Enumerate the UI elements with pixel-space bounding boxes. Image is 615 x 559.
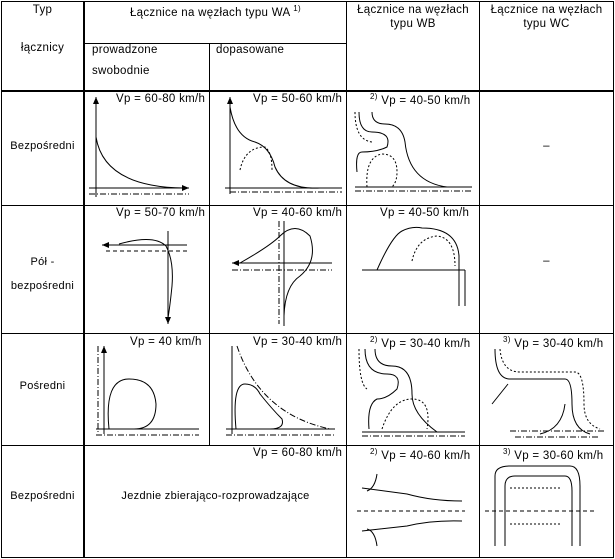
grid-line — [346, 1, 347, 558]
grid-line — [209, 43, 210, 445]
footnote-marker: 3) — [503, 335, 511, 344]
grid-line — [613, 1, 614, 558]
diagram-indirect-wc — [491, 348, 605, 438]
diagram-cd-wc — [485, 465, 595, 546]
header-fit: dopasowane — [216, 44, 285, 56]
grid-line — [83, 1, 85, 558]
diagram-direct-fit — [225, 97, 342, 194]
speed-label: Vp = 50-70 km/h — [116, 207, 206, 219]
header-wb-line1: Łącznice na węzłach — [357, 4, 469, 16]
grid-line — [1, 205, 614, 206]
header-type-line2: łącznicy — [20, 42, 65, 54]
footnote-marker: 2) — [370, 335, 378, 344]
speed-value: Vp = 40-60 km/h — [381, 449, 471, 462]
collector-distributor-label: Jezdnie zbierająco-rozprowadzające — [121, 490, 310, 502]
grid-line — [1, 557, 614, 558]
speed-label: Vp = 60-80 km/h — [253, 447, 343, 459]
speed-value: Vp = 30-40 km/h — [514, 337, 604, 350]
speed-label: 3) Vp = 30-60 km/h — [503, 447, 603, 462]
header-wb: Łącznice na węzłach typu WB — [347, 3, 479, 31]
grid-line — [1, 445, 614, 446]
grid-line — [1, 90, 614, 92]
speed-label: Vp = 50-60 km/h — [253, 93, 343, 105]
row-type: Bezpośredni — [10, 490, 75, 502]
speed-value: Vp = 30-60 km/h — [514, 449, 604, 462]
header-wc-line2: typu WC — [523, 18, 570, 30]
speed-value: Vp = 40-50 km/h — [381, 94, 471, 107]
diagram-semi-wb — [362, 226, 466, 306]
speed-label: Vp = 40-50 km/h — [380, 207, 470, 219]
header-wc-line1: Łącznice na węzłach — [490, 4, 603, 16]
header-type-line1: Typ — [32, 4, 53, 16]
grid-line — [479, 1, 480, 558]
empty-dash: – — [543, 140, 550, 152]
diagram-semi-free — [102, 231, 188, 324]
diagram-semi-fit — [232, 221, 332, 326]
empty-dash: – — [543, 255, 550, 267]
footnote-marker: 3) — [503, 447, 511, 456]
speed-label: Vp = 40-60 km/h — [253, 207, 343, 219]
header-wa: Łącznice na węzłach typu WA 1) — [85, 4, 346, 19]
grid-line — [83, 43, 346, 44]
speed-label: 2) Vp = 40-50 km/h — [370, 92, 470, 107]
diagram-indirect-free — [96, 346, 199, 436]
speed-label: 2) Vp = 30-40 km/h — [370, 335, 470, 350]
footnote-marker: 1) — [293, 4, 302, 13]
row-type: Bezpośredni — [10, 140, 75, 152]
header-wb-line2: typu WB — [390, 18, 436, 30]
header-free-line1: prowadzone — [92, 44, 158, 56]
header-free-line2: swobodnie — [92, 65, 150, 77]
diagram-cd-wb — [357, 473, 465, 547]
footnote-marker: 2) — [370, 447, 378, 456]
diagram-direct-wb — [354, 111, 472, 192]
header-wa-label: Łącznice na węzłach typu WA — [129, 6, 290, 19]
speed-label: 3) Vp = 30-40 km/h — [503, 335, 603, 350]
diagram-indirect-wb — [358, 348, 465, 437]
row-type-line2: bezpośredni — [10, 280, 75, 292]
footnote-marker: 2) — [370, 92, 378, 101]
speed-value: Vp = 30-40 km/h — [381, 337, 471, 350]
row-type-line1: Pół - — [30, 256, 55, 268]
speed-label: Vp = 40 km/h — [130, 336, 202, 348]
diagram-direct-free — [89, 97, 189, 197]
grid-line — [1, 1, 2, 558]
diagram-indirect-fit — [226, 345, 335, 436]
grid-line — [1, 333, 614, 334]
row-type: Pół - bezpośredni — [2, 250, 83, 298]
grid-line — [1, 1, 614, 2]
speed-label: 2) Vp = 40-60 km/h — [370, 447, 470, 462]
row-type: Pośredni — [19, 380, 66, 392]
header-wc: Łącznice na węzłach typu WC — [480, 3, 613, 31]
speed-label: Vp = 30-40 km/h — [253, 336, 343, 348]
speed-label: Vp = 60-80 km/h — [116, 93, 206, 105]
